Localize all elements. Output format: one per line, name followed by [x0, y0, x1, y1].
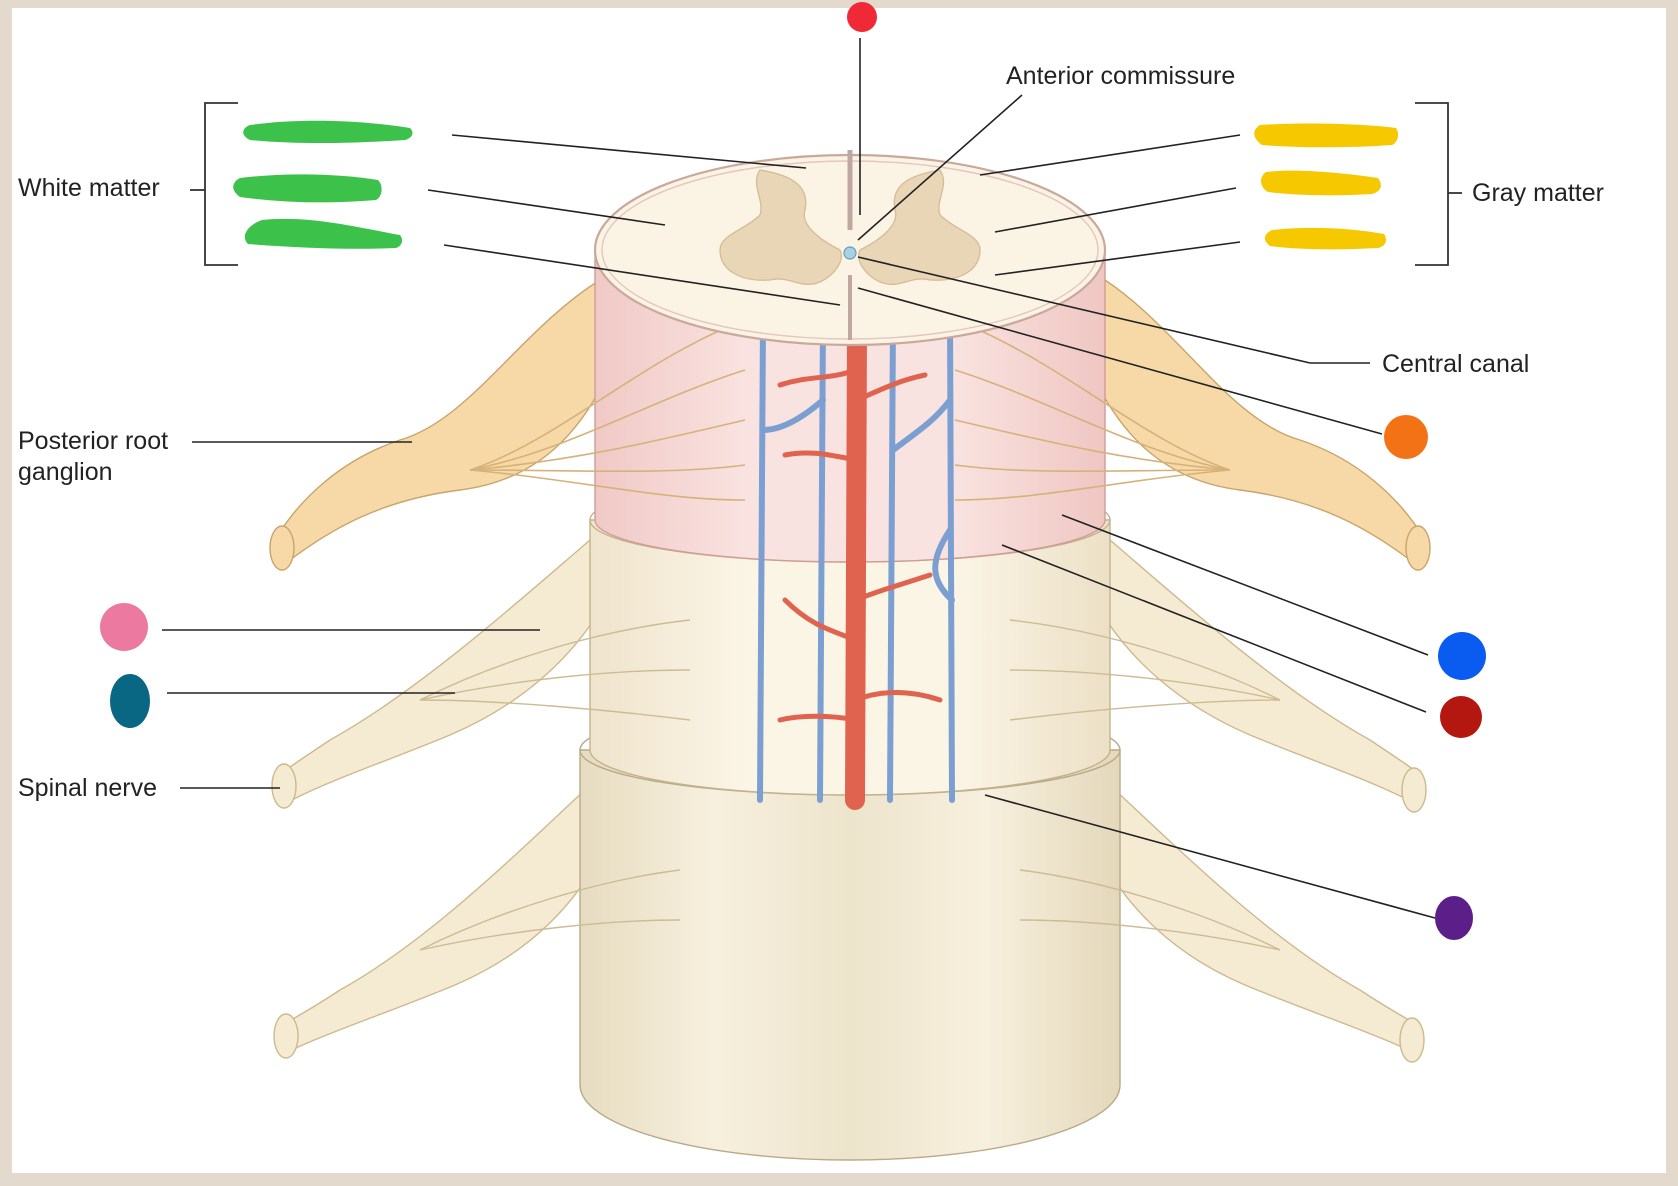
yellow-mark-3 — [1264, 227, 1386, 250]
darkred-marker — [1440, 696, 1482, 738]
gray-matter-right — [858, 169, 981, 286]
white-matter-bracket — [190, 102, 238, 266]
central-canal-label: Central canal — [1382, 350, 1529, 378]
spinal-nerves-middle — [271, 538, 1427, 813]
nerve-rootlets-lower — [419, 619, 1281, 951]
white-matter-label: White matter — [18, 174, 160, 202]
gray-matter-label: Gray matter — [1472, 179, 1604, 207]
gray-matter-highlight-marks — [1254, 123, 1399, 250]
yellow-mark-2 — [1261, 170, 1381, 196]
anterior-commissure-label: Anterior commissure — [1006, 62, 1235, 90]
spinal-veins — [757, 317, 955, 803]
anterior-spinal-artery — [777, 320, 943, 810]
cord-cross-section — [593, 150, 1107, 347]
numbered-color-markers — [100, 2, 1486, 940]
central-canal-dot — [843, 246, 857, 260]
spinal-nerves-lower — [273, 788, 1425, 1063]
nerve-rootlets-upper — [469, 319, 1231, 501]
green-mark-2 — [233, 174, 382, 203]
gray-matter-left — [719, 169, 842, 286]
green-mark-1 — [243, 120, 413, 144]
leader-lines — [162, 38, 1436, 919]
blue-marker — [1438, 632, 1486, 680]
white-matter-highlight-marks — [233, 120, 413, 249]
green-mark-3 — [244, 218, 403, 249]
teal-marker — [110, 674, 150, 728]
spinal-nerve-label: Spinal nerve — [18, 774, 157, 802]
orange-marker — [1384, 415, 1428, 459]
red-marker — [847, 2, 877, 32]
purple-marker — [1435, 896, 1473, 940]
pink-marker — [100, 603, 148, 651]
posterior-root-ganglion-label-line2: ganglion — [18, 458, 113, 486]
posterior-root-ganglion-label-line1: Posterior root — [18, 427, 168, 455]
spinal-nerves-upper — [269, 278, 1431, 571]
gray-matter-bracket — [1415, 102, 1462, 266]
yellow-mark-1 — [1254, 123, 1399, 148]
